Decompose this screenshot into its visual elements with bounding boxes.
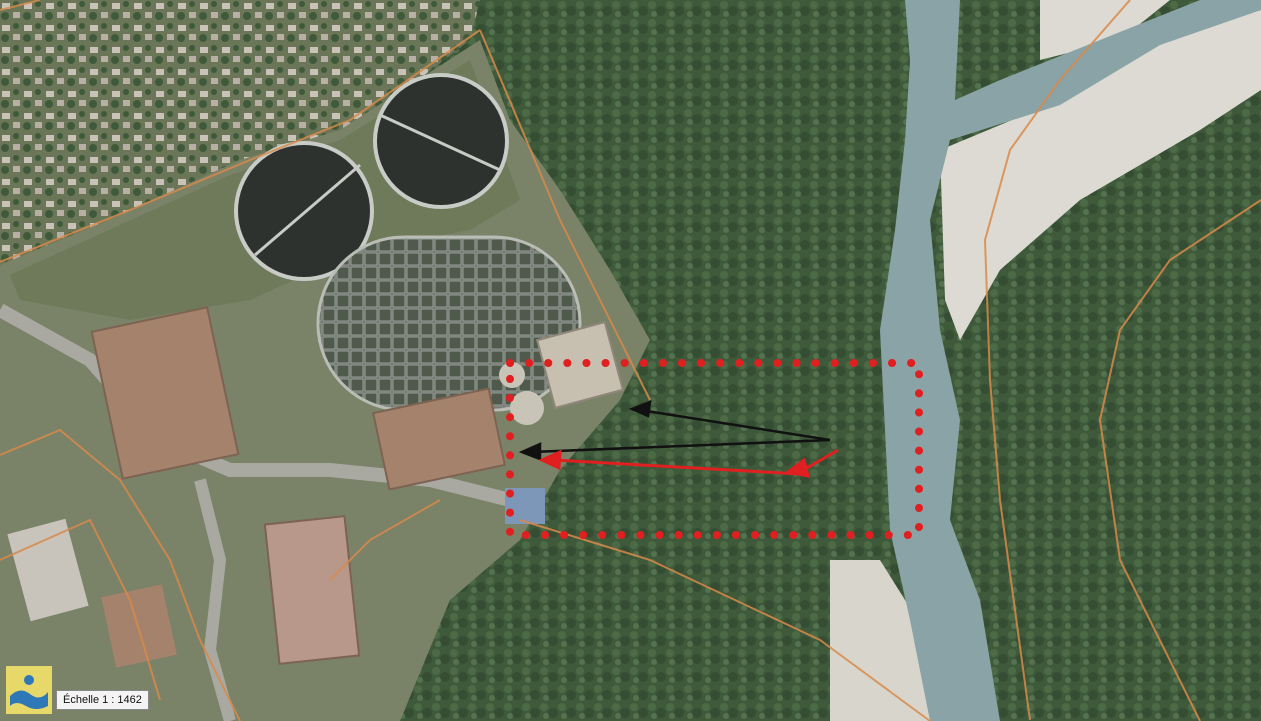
red-arrow	[538, 448, 839, 478]
building-sw	[7, 518, 89, 622]
gravel-bank-east	[940, 10, 1261, 340]
small-round-tank	[510, 391, 544, 425]
logo-icon	[6, 666, 52, 714]
small-round-tank-2	[499, 362, 525, 388]
residential-area	[0, 0, 480, 270]
river	[880, 0, 1261, 721]
building-sw-2	[101, 584, 177, 668]
building-center	[371, 387, 507, 491]
clarifier-tank-right	[373, 73, 509, 209]
scale-label: Échelle 1 : 1462	[56, 690, 149, 710]
access-road-2	[194, 478, 236, 721]
building-small	[535, 320, 625, 410]
building-west	[90, 306, 240, 480]
highlight-area[interactable]	[506, 359, 923, 539]
black-arrow	[518, 400, 831, 461]
building-south	[263, 515, 361, 665]
clarifier-tank-left	[234, 141, 374, 281]
aeration-basin	[316, 235, 582, 412]
